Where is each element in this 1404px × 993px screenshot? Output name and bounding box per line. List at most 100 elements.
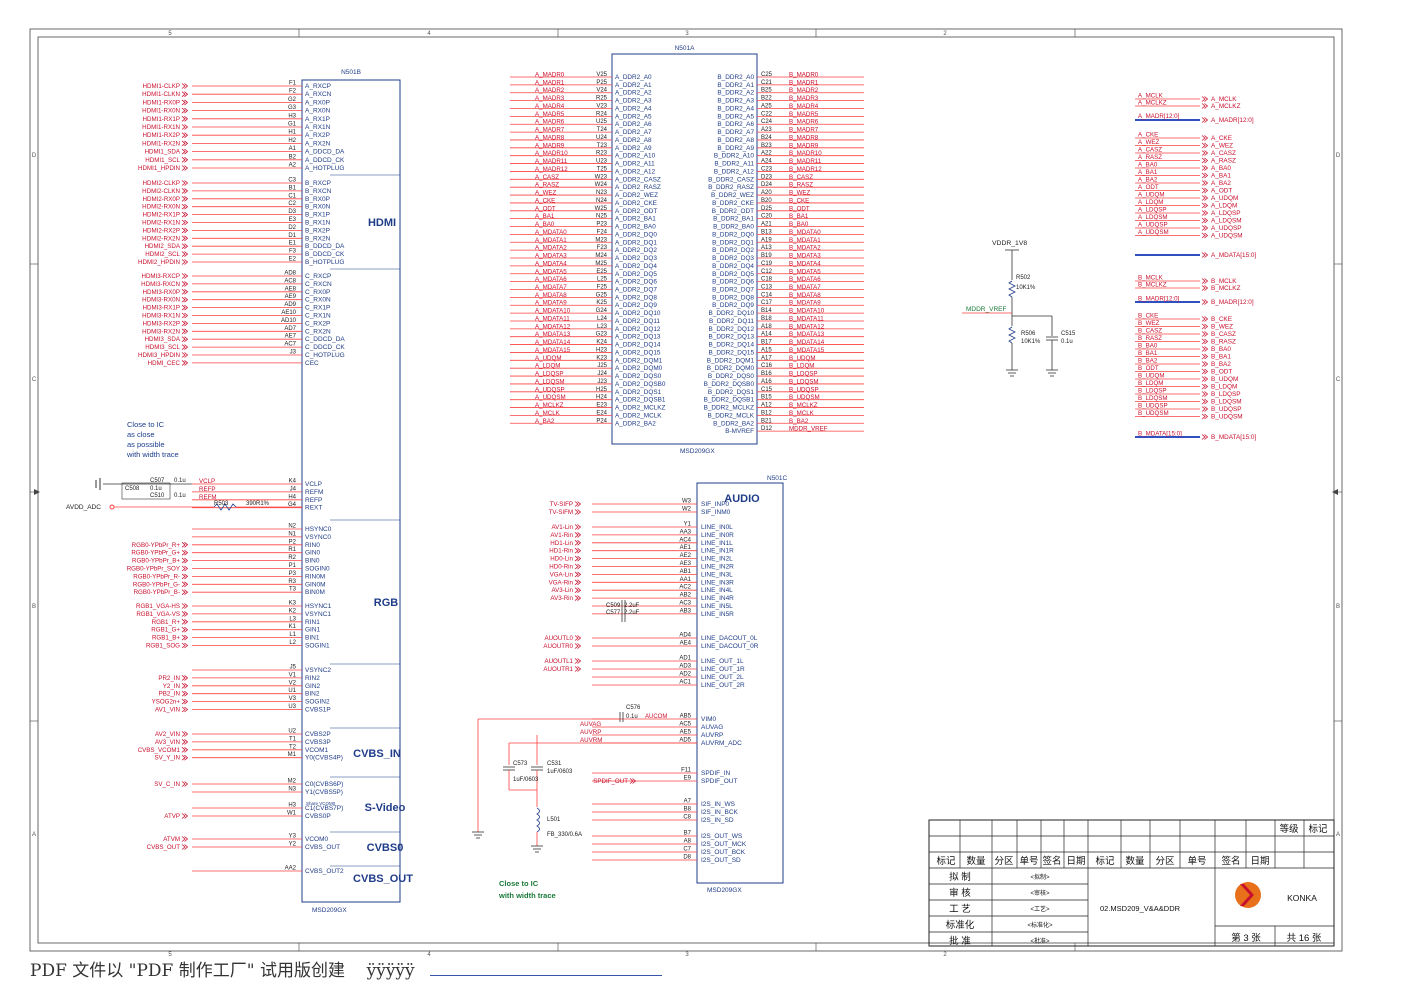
pin-name: A_DDCD_CK <box>305 157 345 164</box>
net-label: A_MDATA10 <box>535 308 571 315</box>
pin-number: U1 <box>288 688 296 694</box>
pin-name: C_RXCN <box>305 281 332 288</box>
net-label: A_MCLK <box>1138 93 1164 100</box>
approval-role: 标准化 <box>946 919 975 931</box>
res-ref: R503 <box>214 501 229 507</box>
offpage-connector <box>181 642 189 649</box>
port-label: A_LDQSP <box>1211 210 1240 217</box>
pin-number: W24 <box>595 182 608 188</box>
pin-number: H23 <box>596 347 608 353</box>
port-label: B_MDATA[15:0] <box>1211 434 1256 441</box>
pin-number: G3 <box>288 105 297 111</box>
pin-number: M24 <box>595 253 607 259</box>
inductor-value: FB_330/0.6A <box>547 832 582 838</box>
vdd-label: VDDR_1V8 <box>992 240 1027 247</box>
offpage-connector <box>181 581 189 588</box>
net-label: B_MADR6 <box>789 119 819 126</box>
pin-name: B_DDR2_A10 <box>714 153 755 160</box>
pin-name: AUVAG <box>701 724 723 731</box>
pin-name: A_DDR2_A10 <box>615 153 656 160</box>
pin-number: M2 <box>288 779 297 785</box>
zone-right-A: A <box>1336 832 1340 838</box>
net-label: RGB0-YPbPr_SOY <box>127 566 180 573</box>
net-label: VGA-Rin <box>549 579 574 586</box>
cap-value: 0.1u <box>1061 339 1073 345</box>
offpage-connector <box>1201 202 1209 209</box>
pin-number: AE8 <box>285 286 297 292</box>
pin-number: G1 <box>288 122 297 128</box>
port-label: B_ODT <box>1211 369 1232 376</box>
offpage-connector <box>181 690 189 697</box>
offpage-connector <box>181 281 189 287</box>
pin-name: A_DDR2_DQ13 <box>615 334 661 341</box>
pin-number: N24 <box>596 198 608 204</box>
pin-name: C_RX0N <box>305 297 331 304</box>
offpage-connector <box>1201 217 1209 224</box>
pin-name: C_DDCD_CK <box>305 344 345 351</box>
pin-number: AE9 <box>285 294 297 300</box>
offpage-connector <box>181 140 189 147</box>
pin-number: B15 <box>761 395 772 401</box>
pin-name: B_DDCD_DA <box>305 243 345 250</box>
pin-name: B_DDR2_DQ2 <box>712 247 754 254</box>
net-label: AV3-Rin <box>550 595 573 602</box>
pin-number: B21 <box>761 418 772 424</box>
pin-number: AC2 <box>679 585 691 591</box>
net-label: B_MDATA2 <box>789 245 821 252</box>
zone-right-C: C <box>1336 377 1341 383</box>
pin-name: A_DDR2_BA1 <box>615 216 656 223</box>
cap-ref: C510 <box>150 493 165 499</box>
pin-number: B2 <box>289 154 297 160</box>
pin-name: CVBS2P <box>305 731 331 738</box>
net-label: B_MADR9 <box>789 142 819 149</box>
pin-number: H3 <box>288 803 296 809</box>
zone-left-B: B <box>32 604 36 610</box>
pin-name: A_DDR2_DQ9 <box>615 302 657 309</box>
pin-name: B_DDR2_A7 <box>717 129 754 136</box>
net-label: A_ODT <box>535 205 556 212</box>
pin-name: C_RX2P <box>305 320 330 327</box>
pin-name: LINE_IN4R <box>701 595 734 602</box>
pin-number: B19 <box>761 253 772 259</box>
cap-group <box>121 482 171 500</box>
pin-name: B_RX0N <box>305 204 331 211</box>
net-label: A_LDQSP <box>535 371 564 378</box>
pin-number: C15 <box>761 387 773 393</box>
cap-value: 1uF/0603 <box>513 777 539 783</box>
net-label: A_BA0 <box>1138 162 1158 169</box>
pin-name: A_DDR2_A9 <box>615 145 652 152</box>
pin-number: C16 <box>761 363 773 369</box>
pin-name: GIN1 <box>305 627 321 634</box>
pin-name: B_RX2P <box>305 227 330 234</box>
pin-number: C7 <box>683 847 691 853</box>
pin-number: C25 <box>761 72 773 78</box>
net-label: HDMI1-RX0P <box>143 99 180 106</box>
zone-right-D: D <box>1336 153 1341 159</box>
offpage-connector <box>181 603 189 609</box>
pin-name: B_DDR2_DQ5 <box>712 271 754 278</box>
pin-name: I2S_OUT_WS <box>701 833 743 840</box>
pin-number: J4 <box>290 486 297 492</box>
pin-number: B18 <box>761 316 772 322</box>
cap-value: 0.1u <box>174 493 186 499</box>
pin-number: AD7 <box>284 326 296 332</box>
net-label: A_LDQSP <box>1138 207 1167 214</box>
pin-number: D8 <box>683 855 691 861</box>
pin-name: A_DDR2_DQ0 <box>615 231 657 238</box>
net-label: A_MDATA14 <box>535 339 571 346</box>
pin-name: GIN0M <box>305 581 326 588</box>
cvbs0-title: CVBS0 <box>367 842 404 854</box>
pin-number: K4 <box>289 479 297 485</box>
pin-name: B_DDR2_A9 <box>717 145 754 152</box>
pin-name: A_RX2P <box>305 132 330 139</box>
offpage-connector <box>181 251 189 257</box>
title-header-cell: 签名 <box>1042 855 1061 867</box>
pin-number: C20 <box>761 214 773 220</box>
offpage-connector <box>181 288 189 295</box>
pin-name: B_DDR2_DQ4 <box>712 263 754 270</box>
net-label: B_WEZ <box>1138 320 1160 327</box>
resistor-r506 <box>1008 326 1016 344</box>
net-label: SPDIF_OUT <box>593 778 628 785</box>
net-label: HDMI2-RX1N <box>142 220 180 227</box>
